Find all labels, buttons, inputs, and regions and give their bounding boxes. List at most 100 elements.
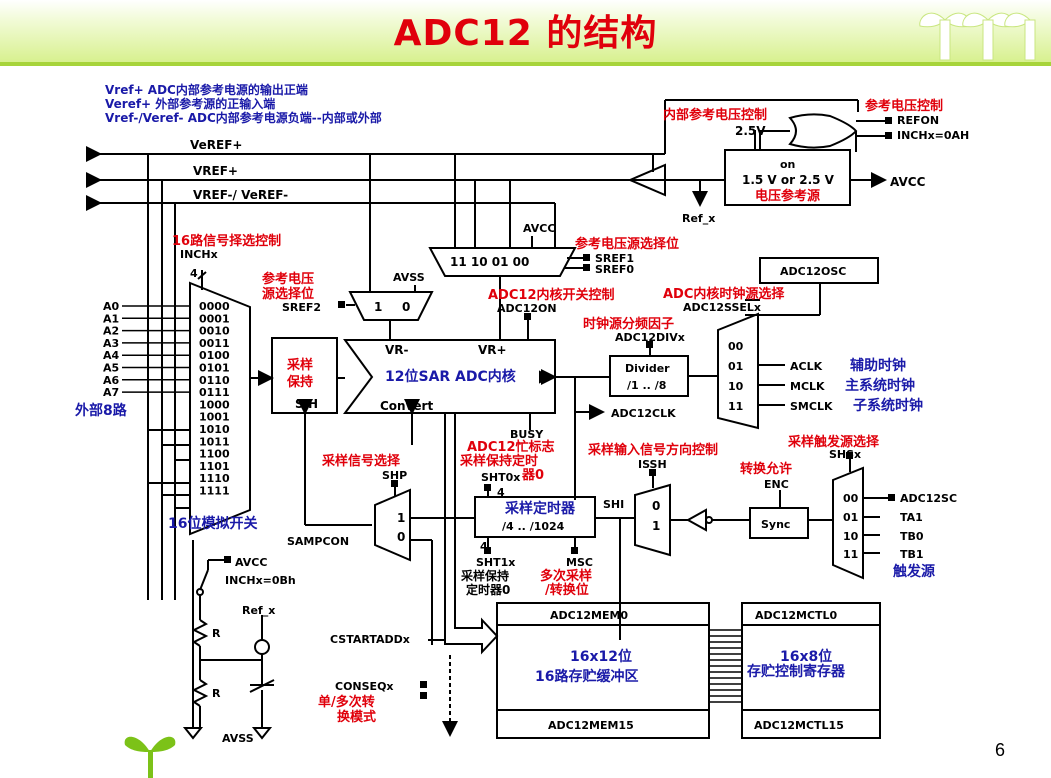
divx-label: ADC12DIVx	[615, 331, 685, 344]
div-r2: R	[212, 687, 221, 700]
sampling-labels: 采样信号选择 SHP 1 0 SAMPCON SHT0x 4 采样定时器 /4 …	[287, 453, 593, 598]
sprout-icon-bottom	[124, 736, 176, 778]
channel-label: A5	[103, 362, 119, 375]
rail-labels: VeREF+ VREF+ VREF-/ VeREF-	[190, 138, 288, 202]
mux-code: 0000	[199, 300, 230, 313]
ref-select-mux-labels: 11 10 01 00 AVCC 参考电压源选择位 SREF1 SREF0	[450, 222, 679, 276]
mctl-size-label: 16x8位	[780, 648, 832, 665]
aclk-cn: 辅助时钟	[850, 357, 906, 374]
smclk-cn: 子系统时钟	[853, 397, 923, 414]
sref2-label-b: 源选择位	[262, 286, 314, 302]
clock-section	[609, 257, 879, 430]
page-number: 6	[995, 740, 1006, 760]
core-on-label: ADC12内核开关控制	[488, 287, 614, 303]
sref2-avss: AVSS	[393, 271, 425, 284]
adc-core-labels: VR- VR+ 12位SAR ADC内核 Convert ADC12内核开关控制…	[380, 287, 676, 483]
timer-cn: 采样定时器	[504, 500, 576, 517]
mclk-label: MCLK	[790, 380, 825, 393]
sref2-mux-labels: 参考电压 源选择位 SREF2 AVSS 1 0	[262, 271, 425, 314]
legend-line-1: Vref+ ADC内部参考电源的输出正端	[105, 82, 308, 97]
sref0-label: SREF0	[595, 263, 634, 276]
shp-in0: 0	[397, 530, 405, 544]
div-inchx: INCHx=0Bh	[225, 574, 296, 587]
shs-code: 11	[843, 548, 858, 561]
sht0x-bits: 4	[497, 486, 505, 499]
core-on: ADC12ON	[497, 302, 557, 315]
refon-label: REFON	[897, 114, 939, 127]
shi-label: SHI	[603, 498, 624, 511]
shs-code: 01	[843, 511, 858, 524]
mctl0-label: ADC12MCTL0	[755, 609, 838, 622]
channel-label: A6	[103, 374, 120, 387]
adc-core	[343, 320, 610, 500]
div-r1: R	[212, 627, 221, 640]
inchx-0ah-label: INCHx=0AH	[897, 129, 969, 142]
conseq-cn-2: 换模式	[337, 709, 376, 725]
channel-label: A7	[103, 386, 119, 399]
header-band	[0, 0, 1051, 65]
issh-title: 采样输入信号方向控制	[587, 442, 718, 458]
mux-code: 1110	[199, 472, 230, 485]
shs-title: 采样触发源选择	[787, 434, 880, 450]
core-vrp: VR+	[478, 343, 507, 357]
busy-label-1: ADC12忙标志	[467, 439, 554, 455]
sref1-label: SREF1	[595, 252, 634, 265]
memory-labels: ADC12MEM0 16x12位 16路存贮缓冲区 ADC12MEM15 ADC…	[318, 609, 846, 732]
reference-rails	[86, 146, 700, 600]
ref-mux-codes: 11 10 01 00	[450, 255, 529, 269]
rail-label-vref-plus: VREF+	[193, 164, 238, 178]
sampcon-label: SAMPCON	[287, 535, 349, 548]
ref-volt-label: 1.5 V or 2.5 V	[742, 173, 835, 187]
core-vrm: VR-	[385, 343, 409, 357]
msc-cn-2: /转换位	[545, 582, 589, 598]
mux-code: 1000	[199, 398, 230, 411]
sref2-label: SREF2	[282, 301, 321, 314]
mclk-cn: 主系统时钟	[845, 377, 915, 394]
issh-label: ISSH	[638, 458, 667, 471]
input-mux	[189, 270, 274, 536]
legend: Vref+ ADC内部参考电源的输出正端 Veref+ 外部参考源的正输入端 V…	[105, 82, 382, 125]
input-mux-bits: 4	[190, 267, 198, 280]
mux-code: 0110	[199, 374, 230, 387]
channel-label: A0	[103, 300, 120, 313]
ref-name-label: 电压参考源	[755, 188, 820, 204]
clock-sel-code: 01	[728, 360, 743, 373]
sh-label-2: 保持	[286, 374, 313, 390]
reference-generator-labels: 内部参考电压控制 2.5V 参考电压控制 REFON INCHx=0AH on …	[663, 98, 969, 225]
ref-v25: 2.5V	[735, 124, 766, 138]
mux-code: 0011	[199, 337, 230, 350]
trigger-source-label: 触发源	[892, 563, 935, 580]
div-ref-x: Ref_x	[242, 604, 275, 617]
sh-label-1: 采样	[286, 357, 313, 373]
input-mux-title: 16路信号择选控制	[172, 233, 281, 249]
sref2-in1: 1	[374, 300, 382, 314]
sprout-icon	[919, 12, 1036, 61]
shs-code: 00	[843, 492, 859, 505]
sref2-label-a: 参考电压	[262, 271, 314, 287]
div-range-label: /1 .. /8	[627, 379, 666, 392]
trigger-source: ADC12SC	[900, 492, 957, 505]
header-rule	[0, 62, 1051, 66]
analog-switch-label: 16位模拟开关	[168, 515, 257, 532]
mctl-reg-label: 存贮控制寄存器	[747, 663, 846, 680]
core-busy: BUSY	[510, 428, 544, 441]
ref-mux-label: 参考电压源选择位	[575, 236, 679, 252]
legend-line-3: Vref-/Veref- ADC内部参考电源负端--内部或外部	[105, 110, 382, 125]
trigger-labels: 采样输入信号方向控制 ISSH SHI 0 1 转换允许 ENC Sync 采样…	[587, 434, 957, 580]
rail-label-veref-plus: VeREF+	[190, 138, 242, 152]
clock-sel-code: 00	[728, 340, 744, 353]
shp-label: SHP	[382, 469, 407, 482]
sh-label: S/H	[295, 397, 318, 411]
sht1x-cn-1: 采样保持	[460, 568, 509, 583]
ref-select-mux	[428, 236, 583, 340]
issh-in1: 1	[652, 519, 660, 533]
legend-line-2: Veref+ 外部参考源的正输入端	[105, 96, 275, 111]
sample-hold-labels: 采样 保持 S/H	[286, 357, 318, 411]
smclk-label: SMCLK	[790, 400, 833, 413]
clock-sel-code: 11	[728, 400, 743, 413]
sampling-section	[345, 458, 888, 645]
mux-code: 1101	[199, 460, 230, 473]
slide-title: ADC12 的结构	[393, 13, 658, 54]
rail-label-vref-minus: VREF-/ VeREF-	[193, 188, 288, 202]
ref-control-label: 参考电压控制	[865, 98, 943, 114]
